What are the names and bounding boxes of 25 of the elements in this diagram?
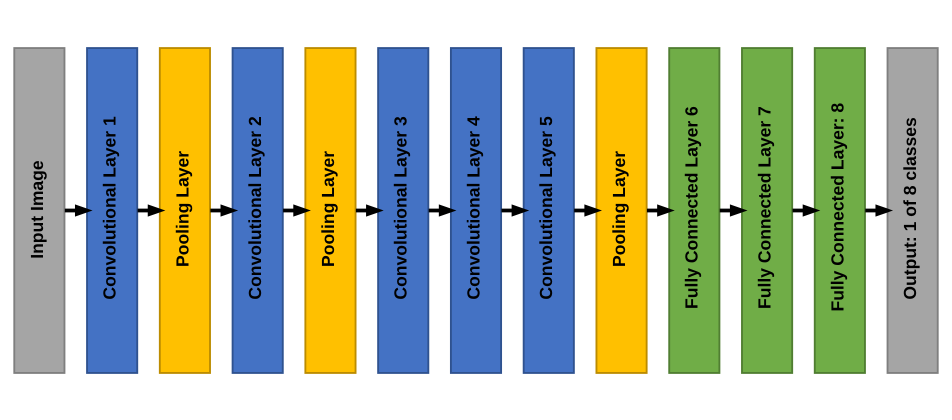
node-box: Convolutional Layer 5 [522, 46, 575, 374]
arrow [138, 204, 166, 216]
node-box: Convolutional Layer 1 [86, 46, 138, 374]
node-box: Pooling Layer [596, 46, 648, 374]
node-box: Convolutional Layer 4 [450, 46, 502, 374]
node-box: Convolutional Layer 2 [232, 46, 284, 374]
node-box: Pooling Layer [158, 46, 211, 374]
arrow [574, 204, 602, 216]
node-box: Fully Connected Layer 7 [741, 46, 794, 374]
arrow [356, 204, 384, 216]
arrow [501, 204, 530, 216]
node-box: Convolutional Layer 3 [377, 46, 430, 374]
arrow [428, 204, 456, 216]
arrow [720, 204, 748, 216]
node-box: Fully Connected Layer: 8 [814, 46, 866, 374]
node-box: Input Image [13, 46, 66, 374]
arrow [283, 204, 311, 216]
arrow [865, 204, 894, 216]
node-box: Output: 1 of 8 classes [886, 46, 939, 374]
node-box: Pooling Layer [304, 46, 356, 374]
arrow [64, 204, 93, 216]
arrow [210, 204, 238, 216]
arrow [792, 204, 820, 216]
arrow [646, 204, 675, 216]
node-box: Fully Connected Layer 6 [668, 46, 720, 374]
